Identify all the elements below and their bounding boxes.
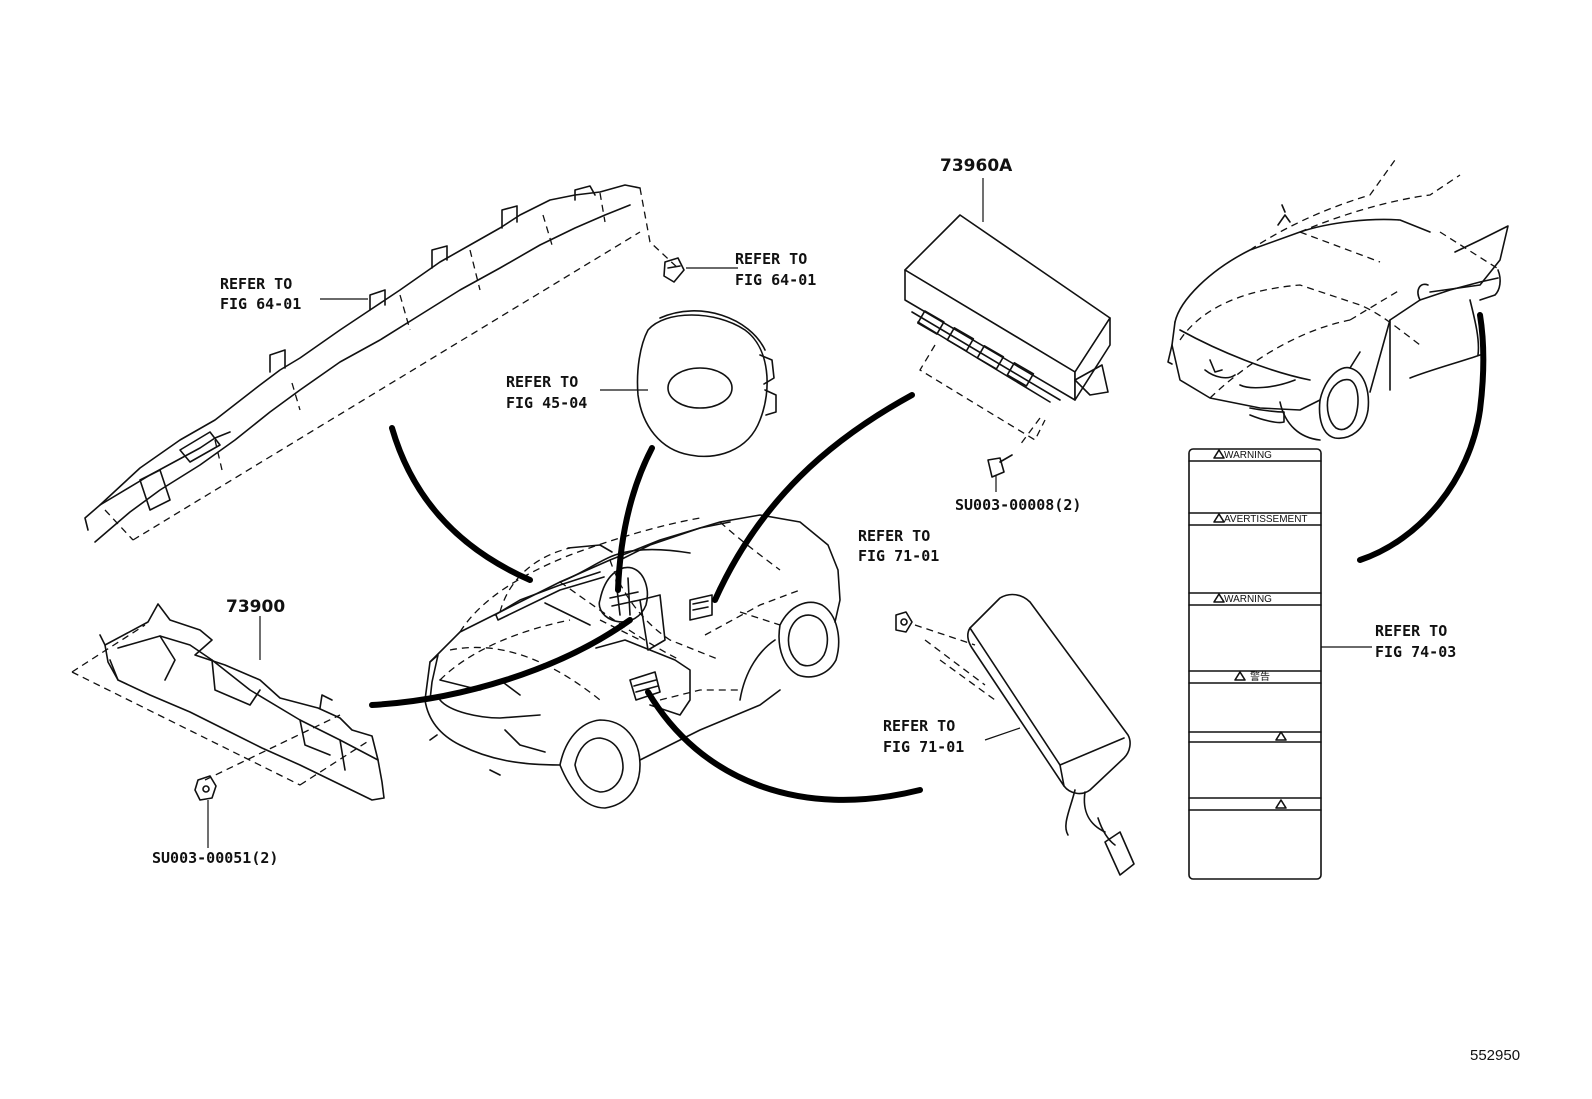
part-number-73960A: 73960A [940,156,1013,176]
warning-triangle-icon [1275,731,1287,741]
figure-id: 552950 [1470,1047,1520,1064]
module-dash [919,344,1046,446]
warning-row-4: 警告 [1250,670,1270,683]
refer-seat-line1: REFER TO [883,717,955,735]
horn-emblem-icon [667,367,733,409]
refer-clip-line2: FIG 64-01 [735,271,816,289]
warning-label-sheet: WARNING AVERTISSEMENT WARNING 警告 [1188,448,1322,880]
leader-seat [984,727,1021,741]
callout-arc-knee [369,617,633,708]
callout-arc-seat [645,689,923,803]
callout-arc-curtain [389,425,533,583]
refer-sidenut-line2: FIG 71-01 [858,547,939,565]
car-main-view [424,514,841,809]
airbag-sensor-module [904,214,1111,403]
refer-warning-line2: FIG 74-03 [1375,643,1456,661]
curtain-airbag [84,184,681,543]
center-console [639,594,666,651]
callout-arc-steering [615,445,655,593]
warning-triangle-icon [1213,593,1225,603]
warning-triangle-icon [1234,671,1246,681]
refer-sidenut-line1: REFER TO [858,527,930,545]
warning-triangle-icon [1213,449,1225,459]
bolt-sensor [987,454,1013,478]
refer-curtain-line1: REFER TO [220,275,292,293]
callout-arc-module [712,392,915,603]
warning-row-3: WARNING [1224,594,1272,605]
nut-knee [194,775,217,801]
refer-seat-line2: FIG 71-01 [883,738,964,756]
refer-clip-line1: REFER TO [735,250,807,268]
steering-wheel-airbag [636,310,777,458]
callout-arc-label [1357,312,1487,563]
car-front-view [1167,159,1509,441]
part-number-73900: 73900 [226,597,285,617]
side-airbag [967,593,1135,876]
label-sheet-border [1188,448,1322,880]
nut-knee-number: SU003-00051(2) [152,849,278,867]
warning-row-2: AVERTISSEMENT [1224,514,1308,525]
side-airbag-dash [914,624,996,701]
refer-curtain-line2: FIG 64-01 [220,295,301,313]
knee-airbag-73900 [99,603,385,801]
warning-row-1: WARNING [1224,450,1272,461]
bolt-sensor-number: SU003-00008(2) [955,496,1081,514]
refer-steering-line1: REFER TO [506,373,578,391]
refer-steering-line2: FIG 45-04 [506,394,587,412]
nut-sideairbag [895,611,913,633]
clip-fastener [663,257,685,283]
refer-warning-line1: REFER TO [1375,622,1447,640]
warning-triangle-icon [1275,799,1287,809]
warning-triangle-icon [1213,513,1225,523]
